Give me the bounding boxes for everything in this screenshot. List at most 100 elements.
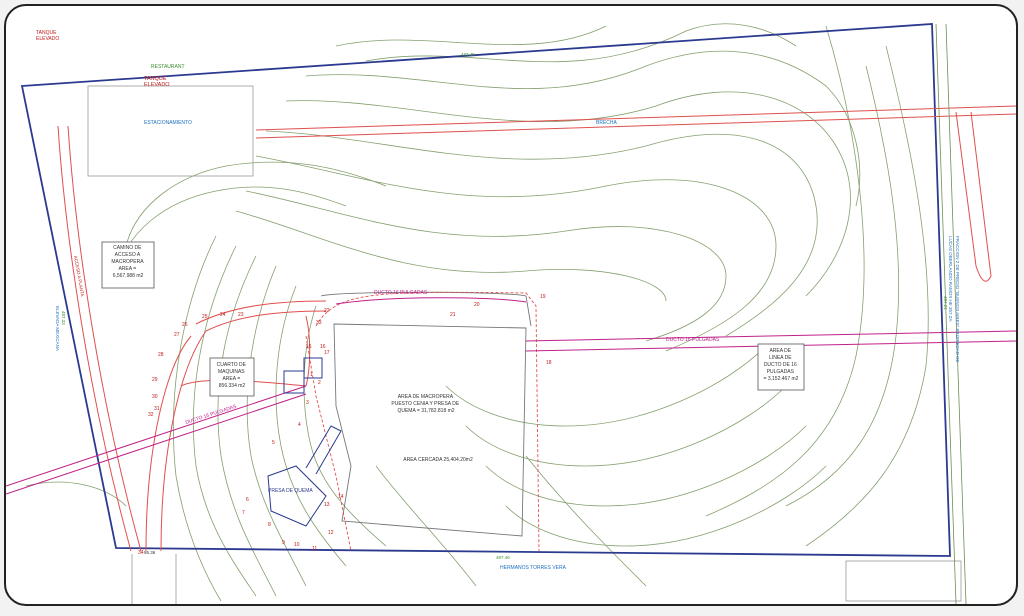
- vertex-number: 14: [338, 494, 344, 500]
- contour-line: [25, 481, 127, 507]
- vertex-number: 28: [158, 352, 164, 358]
- pipe-line: [525, 330, 1016, 342]
- cuarto-box: CUARTO DE MAQUINAS AREA = 856.334 m2: [209, 357, 255, 397]
- area-linea-box: AREA DE LINEA DE DUCTO DE 16 PULGADAS = …: [757, 343, 805, 391]
- contour-line: [445, 345, 767, 427]
- vertex-number: 7: [242, 510, 245, 516]
- pipe-line: [6, 385, 307, 487]
- area-linea-box-frame: [757, 343, 805, 391]
- area-cercada-label: AREA CERCADA 25,404.20m2: [403, 457, 473, 463]
- vertex-number: 4: [298, 422, 301, 428]
- vertex-number: 22: [324, 308, 330, 314]
- fenced-area: [320, 291, 532, 537]
- vertex-number: 26: [182, 322, 188, 328]
- road-edge: [305, 315, 311, 387]
- vertex-number: 8: [268, 522, 271, 528]
- top-road-label: 487.45: [461, 52, 475, 57]
- right-road: [935, 23, 967, 604]
- property-boundary: [20, 23, 951, 557]
- pipe-line: [335, 297, 527, 305]
- ducto-top-label: DUCTO 16 PULGADAS: [374, 290, 428, 296]
- burn-pit: [267, 465, 327, 527]
- vertex-number: 12: [328, 530, 334, 536]
- road-edge: [255, 113, 1016, 139]
- road-edge: [67, 125, 142, 552]
- vertex-number: 23: [238, 312, 244, 318]
- vertex-number: 29: [152, 377, 158, 383]
- pipe-line: [6, 393, 307, 495]
- vertex-number: 13: [324, 502, 330, 508]
- bottom-left-road: [131, 554, 177, 604]
- vertex-number: 34: [138, 550, 144, 556]
- cuarto-box-frame: [209, 357, 255, 397]
- contour-line: [375, 465, 477, 587]
- vertex-number: 6: [246, 497, 249, 503]
- fence-line: [333, 323, 527, 537]
- estacionamiento-label: ESTACIONAMIENTO: [144, 120, 192, 126]
- ducto-right-label: DUCTO 16 PULGADAS: [666, 337, 720, 343]
- contour-line: [245, 190, 727, 342]
- vertex-number: 20: [474, 302, 480, 308]
- vertex-number: 18: [546, 360, 552, 366]
- vertex-number: 9: [282, 540, 285, 546]
- road-edge: [255, 105, 1016, 131]
- vertex-number: 1: [310, 372, 313, 378]
- restaurant-label: RESTAURANT: [151, 64, 185, 70]
- road-edge: [935, 23, 957, 604]
- contour-line: [255, 155, 777, 352]
- right-info-label: FRACCION 2 DE PREDIO "BUENOS AIRES" PROP…: [948, 236, 960, 364]
- camino-box: CAMINO DE ACCESO A MACROPERA AREA = 6,56…: [101, 241, 155, 289]
- contour-line: [115, 186, 347, 277]
- vertex-number: 30: [152, 394, 158, 400]
- right-road-label: 487.21: [943, 296, 948, 310]
- cuarto-label: CUARTO DE MAQUINAS AREA = 856.334 m2: [217, 362, 248, 389]
- vertex-number: 17: [324, 350, 330, 356]
- contour-line: [335, 25, 607, 47]
- vertex-number: 16: [320, 344, 326, 350]
- vertex-number: 10: [294, 542, 300, 548]
- bottom-road-label: HERMANOS TORRES VERA: [500, 565, 567, 571]
- left-road-name: ELEVADA MEXICANA: [55, 306, 60, 351]
- road-edge: [195, 300, 327, 325]
- vertex-number: 24: [220, 312, 226, 318]
- road-edge: [945, 23, 967, 604]
- brecha-road: [255, 105, 1016, 282]
- bottom-num-label: 487.46: [496, 555, 510, 560]
- contour-line: [246, 265, 307, 587]
- vertex-number: 27: [174, 332, 180, 338]
- contour-line: [705, 25, 865, 517]
- area-macropera-label: AREA DE MACROPERA PUESTO CENIA Y PRESA D…: [391, 394, 460, 414]
- contour-line: [303, 305, 387, 547]
- vertex-number: 19: [540, 294, 546, 300]
- area-linea-label: AREA DE LINEA DE DUCTO DE 16 PULGADAS = …: [764, 348, 799, 382]
- contour-line: [193, 245, 257, 597]
- contour-line: [465, 385, 787, 467]
- contour-line: [265, 130, 818, 337]
- road-edge: [145, 335, 192, 552]
- camino-label: CAMINO DE ACCESO A MACROPERA AREA = 6,56…: [111, 245, 144, 279]
- road-edge: [955, 111, 992, 282]
- vertex-number: 15: [306, 344, 312, 350]
- vertex-number: 32: [148, 412, 154, 418]
- left-road-num: 487.33: [61, 311, 66, 325]
- macropera-boundary: [305, 291, 540, 552]
- camino-box-frame: [101, 241, 155, 289]
- boundary-line: [315, 291, 540, 552]
- contour-line: [305, 50, 861, 207]
- facilities: [267, 357, 342, 527]
- contour-line: [173, 235, 222, 602]
- burn-pit-channel: [305, 425, 342, 475]
- contour-line: [505, 465, 827, 547]
- acceso-label: ACCESO A PLANTA: [73, 255, 85, 296]
- parking-area: [87, 85, 254, 177]
- contour-line: [275, 285, 347, 567]
- road-edge: [205, 310, 327, 332]
- vertex-number: 2: [318, 380, 321, 386]
- access-roads: [57, 125, 327, 552]
- contour-line: [525, 455, 647, 587]
